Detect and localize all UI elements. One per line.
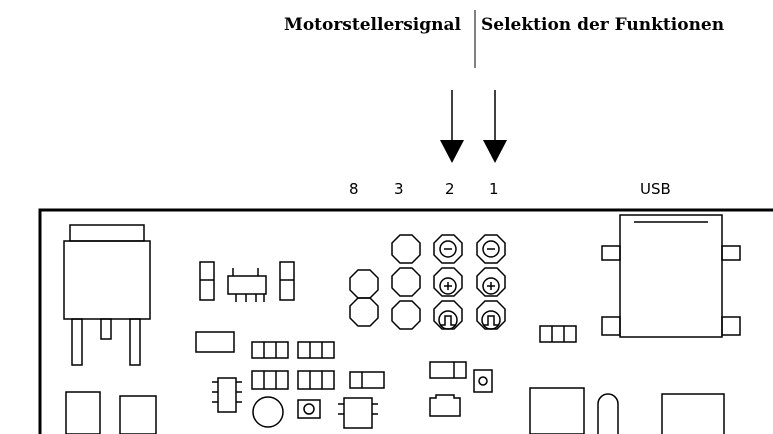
smd-component bbox=[297, 370, 335, 390]
pin-column-label-8: 8 bbox=[349, 180, 359, 198]
dip-ic bbox=[212, 377, 242, 413]
usb-connector bbox=[601, 214, 741, 338]
led-component bbox=[597, 393, 619, 434]
capacitor-component bbox=[349, 371, 385, 389]
ic-component bbox=[661, 393, 725, 434]
motorsteller-signal-label: Motorstellersignal bbox=[284, 15, 461, 35]
capacitor-component bbox=[429, 361, 467, 379]
small-component bbox=[429, 394, 461, 417]
ic-component bbox=[529, 387, 585, 434]
capacitor-component bbox=[195, 331, 235, 353]
plus-icon bbox=[439, 277, 457, 295]
minus-icon bbox=[439, 240, 457, 258]
plus-icon bbox=[482, 277, 500, 295]
arrow-down-icon bbox=[483, 90, 507, 163]
smd-component bbox=[297, 341, 335, 359]
usb-label: USB bbox=[640, 180, 671, 198]
resistor-component bbox=[279, 261, 295, 301]
pin-column-label-3: 3 bbox=[394, 180, 404, 198]
transistor-component bbox=[473, 369, 493, 393]
pulse-signal-icon bbox=[484, 315, 498, 326]
pin-header bbox=[349, 234, 506, 330]
transistor-component bbox=[297, 399, 321, 419]
minus-icon bbox=[482, 240, 500, 258]
oscillator-component bbox=[252, 396, 284, 428]
arrow-down-icon bbox=[440, 90, 464, 163]
resistor-component bbox=[199, 261, 215, 301]
smd-ic bbox=[338, 397, 378, 429]
smd-component bbox=[251, 341, 289, 359]
pin-column-label-2: 2 bbox=[445, 180, 455, 198]
smd-component bbox=[539, 325, 577, 343]
pulse-signal-icon bbox=[441, 315, 455, 326]
bottom-component bbox=[119, 395, 157, 434]
pulse-signal-icon bbox=[438, 310, 458, 330]
board-outline bbox=[38, 208, 773, 434]
small-ic bbox=[227, 268, 267, 302]
pulse-signal-icon bbox=[481, 310, 501, 330]
voltage-regulator bbox=[63, 224, 151, 366]
smd-component bbox=[251, 370, 289, 390]
function-selection-label: Selektion der Funktionen bbox=[481, 15, 725, 35]
pin-column-label-1: 1 bbox=[489, 180, 499, 198]
bottom-component bbox=[65, 391, 101, 434]
